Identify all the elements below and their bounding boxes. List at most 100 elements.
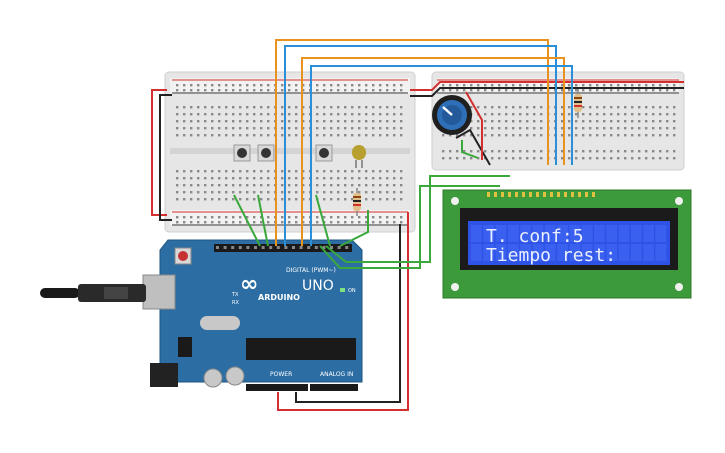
rail-hole	[302, 84, 305, 87]
breadboard-hole	[211, 198, 214, 201]
power-label: POWER	[270, 371, 292, 378]
breadboard-hole	[316, 127, 319, 130]
breadboard-hole	[176, 113, 179, 116]
breadboard-hole	[442, 157, 445, 160]
breadboard-hole	[393, 134, 396, 137]
breadboard-hole	[330, 113, 333, 116]
breadboard-hole	[372, 184, 375, 187]
rail-hole	[358, 221, 361, 224]
breadboard-hole	[631, 150, 634, 153]
rail-hole	[330, 89, 333, 92]
rail-hole	[316, 84, 319, 87]
breadboard-hole	[484, 134, 487, 137]
breadboard-hole	[232, 191, 235, 194]
breadboard-hole	[281, 113, 284, 116]
rail-hole	[652, 89, 655, 92]
rail-hole	[498, 89, 501, 92]
header-pin	[284, 246, 288, 249]
breadboard-hole	[218, 191, 221, 194]
breadboard-hole	[218, 113, 221, 116]
rail-hole	[358, 89, 361, 92]
breadboard-hole	[323, 191, 326, 194]
breadboard-hole	[638, 113, 641, 116]
breadboard-hole	[400, 191, 403, 194]
breadboard-hole	[183, 177, 186, 180]
breadboard-hole	[281, 120, 284, 123]
header-pin	[231, 246, 235, 249]
breadboard-hole	[183, 134, 186, 137]
breadboard-hole	[526, 134, 529, 137]
breadboard-hole	[323, 170, 326, 173]
breadboard-hole	[232, 127, 235, 130]
rail-hole	[197, 84, 200, 87]
lcd-cell	[655, 244, 667, 261]
breadboard-hole	[302, 120, 305, 123]
breadboard-hole	[610, 127, 613, 130]
breadboard-hole	[484, 127, 487, 130]
lcd-cell	[630, 225, 642, 242]
breadboard-hole	[204, 184, 207, 187]
breadboard-hole	[246, 191, 249, 194]
breadboard-hole	[183, 191, 186, 194]
breadboard-hole	[470, 157, 473, 160]
breadboard-hole	[400, 134, 403, 137]
lcd-cell	[520, 244, 531, 261]
breadboard-hole	[610, 150, 613, 153]
breadboard-hole	[617, 113, 620, 116]
rail-hole	[456, 84, 459, 87]
breadboard-hole	[484, 120, 487, 123]
breadboard-hole	[365, 113, 368, 116]
breadboard-hole	[442, 134, 445, 137]
breadboard-hole	[344, 191, 347, 194]
breadboard-hole	[253, 113, 256, 116]
breadboard-hole	[666, 134, 669, 137]
breadboard-hole	[372, 198, 375, 201]
breadboard-hole	[498, 157, 501, 160]
breadboard-hole	[624, 157, 627, 160]
breadboard-hole	[302, 191, 305, 194]
rail-hole	[386, 221, 389, 224]
breadboard-hole	[302, 177, 305, 180]
breadboard-hole	[596, 106, 599, 109]
rail-hole	[337, 84, 340, 87]
breadboard-hole	[344, 120, 347, 123]
breadboard-hole	[225, 170, 228, 173]
resistor-2	[574, 88, 582, 118]
usb-port	[142, 274, 176, 310]
rail-hole	[533, 89, 536, 92]
breadboard-hole	[190, 191, 193, 194]
breadboard-hole	[246, 177, 249, 180]
breadboard-hole	[561, 120, 564, 123]
breadboard-hole	[638, 150, 641, 153]
rail-hole	[582, 84, 585, 87]
breadboard-hole	[638, 157, 641, 160]
breadboard-hole	[568, 157, 571, 160]
breadboard-hole	[176, 177, 179, 180]
breadboard-hole	[652, 106, 655, 109]
rail-hole	[351, 89, 354, 92]
breadboard-hole	[470, 134, 473, 137]
breadboard-hole	[302, 134, 305, 137]
breadboard-hole	[204, 127, 207, 130]
rail-hole	[673, 84, 676, 87]
header-pin	[223, 246, 227, 249]
lcd-cell	[532, 225, 544, 242]
breadboard-hole	[211, 177, 214, 180]
breadboard-hole	[204, 177, 207, 180]
rail-hole	[190, 221, 193, 224]
breadboard-hole	[260, 198, 263, 201]
breadboard-hole	[491, 157, 494, 160]
breadboard-hole	[225, 127, 228, 130]
breadboard-hole	[176, 198, 179, 201]
rail-hole	[393, 84, 396, 87]
lcd-cell	[471, 244, 482, 261]
breadboard-hole	[673, 157, 676, 160]
breadboard-hole	[365, 170, 368, 173]
breadboard-hole	[512, 113, 515, 116]
lcd-cell	[557, 244, 568, 261]
on-led	[340, 288, 345, 292]
breadboard-hole	[302, 113, 305, 116]
breadboard-hole	[197, 127, 200, 130]
lcd-pin	[571, 192, 574, 197]
breadboard-hole	[463, 134, 466, 137]
